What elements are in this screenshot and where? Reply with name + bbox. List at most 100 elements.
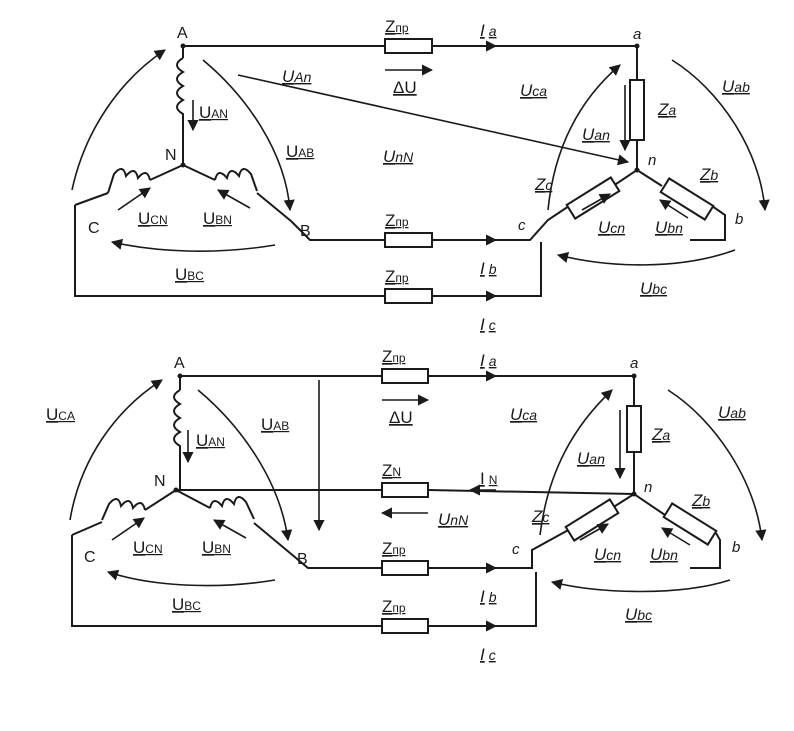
top-label-a: a — [633, 26, 641, 43]
bottom-wire-b-right — [428, 527, 573, 569]
top-resistor-line-c — [384, 288, 433, 304]
bottom-arrow-ubn-gen — [213, 519, 247, 539]
bottom-wire-n-right — [427, 489, 635, 495]
top-label-ubn: Ubn — [655, 218, 683, 237]
bottom-label-ubc: Ubc — [625, 605, 652, 624]
top-resistor-zc — [565, 176, 621, 220]
top-arrow-uca-gen — [71, 49, 166, 191]
top-label-zline1: Zпр — [385, 17, 409, 36]
bottom-label-uBN: UBN — [202, 538, 231, 557]
bottom-label-zc: Zc — [531, 507, 549, 526]
top-arrow-ucn-gen — [117, 187, 151, 211]
bottom-label-zN: ZN — [382, 461, 401, 480]
top-label-C: C — [88, 220, 100, 237]
bottom-wires — [71, 375, 721, 627]
bottom-arrow-uab-load — [667, 389, 767, 542]
bottom-node-n-dot — [631, 491, 637, 497]
bottom-wire-n-zb — [633, 493, 666, 516]
bottom-label-uBC: UBC — [172, 595, 201, 614]
bottom-node-A-dot — [177, 373, 183, 379]
top-coil-C — [107, 168, 151, 194]
top-label-zc: Zc — [534, 175, 552, 194]
top-wire-N-B — [182, 164, 216, 181]
bottom-label-ubn: Ubn — [650, 545, 678, 564]
top-node-N-dot — [180, 162, 186, 168]
bottom-label-uCA: UCA — [46, 405, 75, 424]
top-label-delta-u: ΔU — [393, 78, 417, 97]
top-label-uab: Uab — [722, 77, 750, 96]
top-arrows — [71, 40, 770, 302]
bottom-arrows — [69, 370, 767, 632]
bottom-resistor-zb — [662, 502, 718, 546]
bottom-resistor-line-b — [381, 560, 429, 576]
top-arrow-uab-load — [671, 59, 770, 212]
top-wire-c-left — [74, 205, 385, 297]
top-label-c: c — [518, 217, 526, 234]
bottom-arrow-ubc-gen — [106, 569, 276, 587]
bottom-wire-b-left — [289, 552, 382, 569]
top-wires — [74, 45, 726, 297]
top-label-b: b — [735, 211, 743, 228]
bottom-label-delta-u: ΔU — [389, 408, 413, 427]
top-coil-A — [176, 57, 185, 120]
top-wire-coilB-B — [256, 192, 292, 222]
top-label-zline2: Zпр — [385, 211, 409, 230]
bottom-label-uAN: UAN — [196, 431, 225, 450]
bottom-label-uCN: UCN — [133, 538, 163, 557]
top-arrow-ubn-gen — [217, 189, 251, 209]
bottom-wire-a-right — [428, 375, 635, 406]
bottom-label-uan: Uan — [577, 449, 605, 468]
top-resistor-line-b — [384, 232, 433, 248]
top-wire-coilC-C — [74, 192, 109, 206]
top-arrow-ucn-load — [581, 193, 611, 211]
top-label-zb: Zb — [699, 165, 718, 184]
top-node-n-dot — [634, 167, 640, 173]
top-coil-B — [214, 168, 258, 192]
top-label-uca: Uca — [520, 81, 547, 100]
top-label-za: Za — [657, 100, 676, 119]
bottom-label-zb: Zb — [691, 491, 710, 510]
bottom-label-zline1: Zпр — [382, 347, 406, 366]
top-arrow-ubn-load — [659, 199, 689, 219]
bottom-wire-c-left — [71, 535, 382, 627]
top-label-uan: Uan — [582, 125, 610, 144]
top-label-zline3: Zпр — [385, 267, 409, 286]
bottom-resistor-line-a — [381, 368, 429, 384]
bottom-label-N: N — [154, 473, 166, 490]
bottom-wire-zb-b — [690, 532, 721, 569]
bottom-arrow-ubn-load — [661, 527, 691, 546]
top-wire-b-right — [432, 199, 579, 241]
top-arrow-ubc-load — [556, 249, 736, 266]
top-resistor-za — [629, 79, 645, 141]
bottom-arrow-ucn-load — [579, 523, 609, 541]
top-node-a-dot — [634, 43, 640, 49]
bottom-label-uAB: UAB — [261, 415, 289, 434]
bottom-wire-N-C — [144, 489, 177, 511]
bottom-label-zline2: Zпр — [382, 539, 406, 558]
bottom-label-uca: Uca — [510, 405, 537, 424]
bottom-label-b: b — [732, 539, 740, 556]
bottom-wire-n-zc — [611, 493, 635, 509]
bottom-wire-coilB-B — [253, 522, 291, 554]
top-wire-zb-b — [690, 205, 726, 241]
top-arrow-uca-load — [547, 64, 621, 211]
bottom-node-a-dot — [631, 373, 637, 379]
bottom-label-ucn: Ucn — [594, 545, 621, 564]
bottom-label-zline3: Zпр — [382, 597, 406, 616]
bottom-label-za: Za — [651, 425, 670, 444]
top-label-uBN: UBN — [203, 209, 232, 228]
bottom-node-N-dot — [173, 487, 179, 493]
bottom-label-n: n — [644, 479, 652, 496]
bottom-resistor-za — [626, 405, 642, 453]
bottom-label-unN: UnN — [438, 510, 469, 529]
top-label-uCN: UCN — [138, 209, 168, 228]
bottom-resistor-neutral — [381, 482, 429, 498]
